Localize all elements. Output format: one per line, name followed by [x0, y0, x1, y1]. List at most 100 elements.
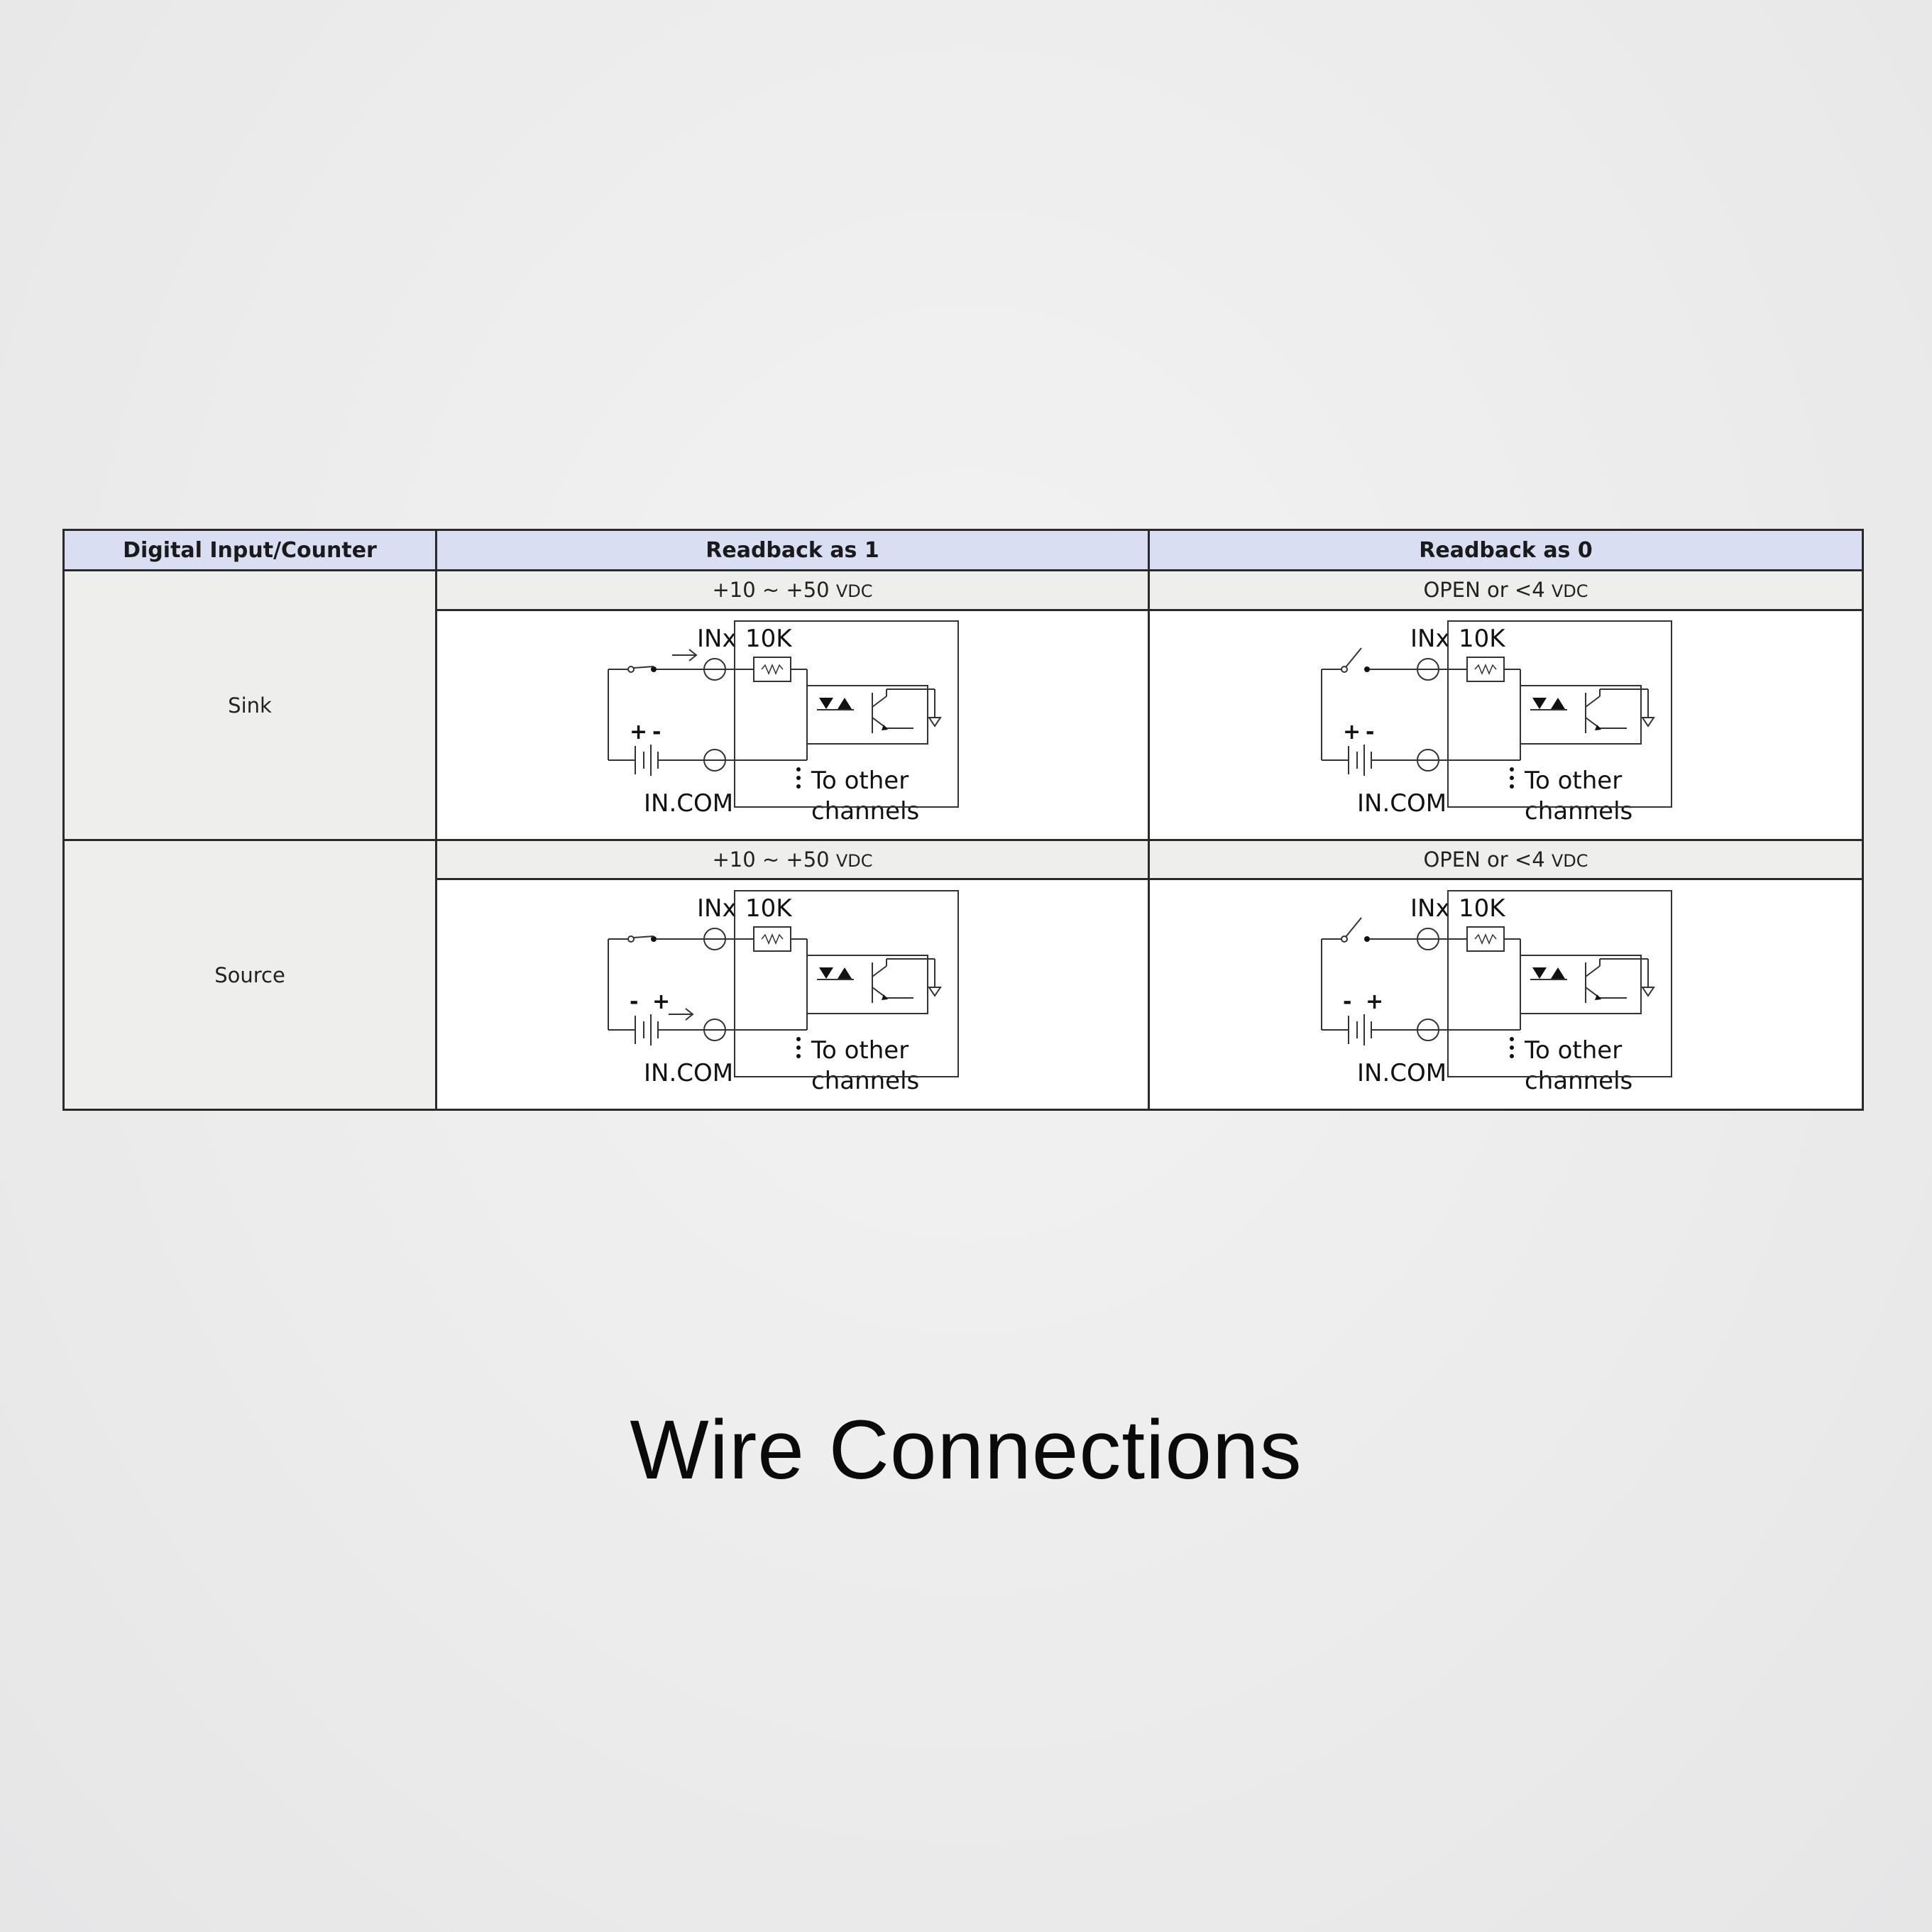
- switch-contact: [627, 935, 635, 943]
- emitter-arrow: [881, 725, 888, 731]
- ground-icon: [927, 717, 942, 728]
- polarity-left: -: [630, 989, 638, 1014]
- resistor-icon: [752, 657, 791, 683]
- phototransistor-collector: [1584, 965, 1601, 977]
- led-icon: [1532, 698, 1547, 710]
- ground-icon: [1640, 717, 1655, 728]
- continuation-dot: [796, 1054, 801, 1059]
- resistor-icon: [1466, 926, 1505, 953]
- polarity-left: +: [1343, 720, 1361, 745]
- source-readback-0-voltage: OPEN or <4 VDC: [1148, 839, 1864, 881]
- switch-contact: [1363, 936, 1370, 943]
- resistor-zigzag: [1473, 664, 1497, 676]
- optocoupler-box: [806, 685, 928, 745]
- module-box: [733, 620, 959, 808]
- voltage-unit: VDC: [835, 581, 873, 602]
- current-arrow-head-icon: [684, 1008, 694, 1021]
- header-readback-0: Readback as 0: [1148, 528, 1864, 572]
- phototransistor-collector: [871, 696, 887, 708]
- switch-lever-closed: [633, 666, 654, 669]
- label-in-com: IN.COM: [644, 789, 733, 818]
- resistor-zigzag: [1473, 933, 1497, 945]
- switch-lever-open: [1344, 917, 1362, 938]
- led-icon: [1550, 967, 1565, 979]
- wire-connection-table: Digital Input/Counter Readback as 1 Read…: [62, 528, 1864, 1111]
- sink-voltage-row: Sink +10 ~ +50 VDC OPEN or <4 VDC: [62, 569, 1864, 842]
- optocoupler-box: [1519, 955, 1642, 1015]
- led-icon: [1550, 698, 1565, 710]
- switch-contact: [1340, 666, 1348, 674]
- led-icon: [837, 967, 852, 979]
- module-box: [1447, 890, 1672, 1078]
- label-inx: INx: [1410, 894, 1450, 923]
- source-voltage-row: Source +10 ~ +50 VDC OPEN or <4 VDC: [62, 839, 1864, 1111]
- voltage-text: +10 ~ +50: [712, 847, 836, 872]
- voltage-text: OPEN or <4: [1423, 578, 1552, 603]
- ground-icon: [1640, 987, 1655, 997]
- voltage-text: OPEN or <4: [1423, 847, 1552, 872]
- switch-contact: [1363, 666, 1370, 673]
- led-icon: [818, 698, 833, 710]
- continuation-dot: [796, 767, 801, 772]
- sink-readback-1-voltage: +10 ~ +50 VDC: [435, 569, 1150, 611]
- label-10k: 10K: [1459, 625, 1506, 653]
- switch-contact: [1340, 935, 1348, 943]
- voltage-unit: VDC: [1551, 581, 1588, 602]
- label-in-com: IN.COM: [1357, 789, 1447, 818]
- continuation-dot: [796, 784, 801, 789]
- voltage-text: +10 ~ +50: [712, 578, 836, 603]
- resistor-icon: [1466, 657, 1505, 683]
- label-to-other: To other: [811, 1036, 909, 1065]
- polarity-right: -: [652, 720, 661, 745]
- page-caption: Wire Connections: [630, 1403, 1302, 1497]
- switch-contact: [650, 936, 657, 943]
- resistor-zigzag: [760, 664, 784, 676]
- header-digital-input: Digital Input/Counter: [62, 528, 437, 572]
- polarity-right: +: [652, 989, 670, 1014]
- phototransistor-collector: [1584, 696, 1601, 708]
- continuation-dot: [1509, 784, 1514, 789]
- label-channels: channels: [811, 1067, 919, 1095]
- sink-readback-0-voltage: OPEN or <4 VDC: [1148, 569, 1864, 611]
- continuation-dot: [796, 1037, 801, 1042]
- label-10k: 10K: [745, 625, 793, 653]
- mode-label-source: Source: [62, 839, 437, 1111]
- table-header-row: Digital Input/Counter Readback as 1 Read…: [62, 528, 1864, 572]
- continuation-dot: [1509, 767, 1514, 772]
- source-readback-1-voltage: +10 ~ +50 VDC: [435, 839, 1150, 881]
- emitter-arrow: [1594, 994, 1601, 1001]
- emitter-arrow: [1594, 725, 1601, 731]
- label-10k: 10K: [1459, 894, 1506, 923]
- led-icon: [837, 698, 852, 710]
- label-inx: INx: [697, 894, 737, 923]
- label-to-other: To other: [811, 767, 909, 795]
- header-readback-1: Readback as 1: [435, 528, 1150, 572]
- switch-contact: [627, 666, 635, 674]
- resistor-icon: [752, 926, 791, 953]
- label-inx: INx: [1410, 625, 1450, 653]
- continuation-dot: [796, 1045, 801, 1050]
- module-box: [1447, 620, 1672, 808]
- label-in-com: IN.COM: [644, 1059, 733, 1087]
- voltage-unit: VDC: [835, 851, 873, 872]
- polarity-right: +: [1366, 989, 1383, 1014]
- polarity-left: +: [630, 720, 647, 745]
- voltage-unit: VDC: [1551, 851, 1588, 872]
- switch-lever-open: [1344, 647, 1362, 668]
- continuation-dot: [1509, 1045, 1514, 1050]
- continuation-dot: [1509, 1054, 1514, 1059]
- ground-icon: [927, 987, 942, 997]
- label-channels: channels: [1525, 1067, 1632, 1095]
- label-inx: INx: [697, 625, 737, 653]
- mode-label-sink: Sink: [62, 569, 437, 842]
